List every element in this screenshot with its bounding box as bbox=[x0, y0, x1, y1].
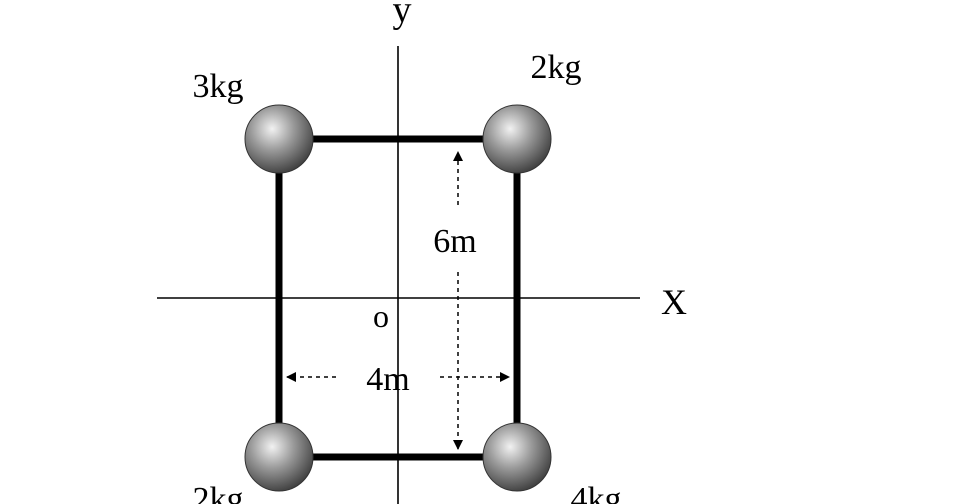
sphere-bottom-left bbox=[244, 422, 314, 492]
axes bbox=[157, 46, 640, 504]
mass-label-top-right: 2kg bbox=[531, 49, 582, 86]
height-label: 6m bbox=[433, 223, 476, 260]
sphere-top-left bbox=[244, 104, 314, 174]
masses bbox=[244, 104, 552, 492]
rectangle-frame bbox=[275, 135, 521, 461]
sphere-top-right bbox=[482, 104, 552, 174]
origin-label: o bbox=[373, 298, 389, 334]
width-dimension: 4m bbox=[286, 361, 510, 398]
width-label: 4m bbox=[366, 361, 409, 398]
mass-label-top-left: 3kg bbox=[193, 68, 244, 105]
mass-label-bottom-left: 2kg bbox=[193, 481, 244, 504]
y-axis-label: y bbox=[393, 0, 412, 31]
sphere-bottom-right bbox=[482, 422, 552, 492]
axis-labels: y X o bbox=[373, 0, 687, 334]
mass-labels: 3kg 2kg 2kg 4kg bbox=[193, 49, 622, 504]
x-axis-label: X bbox=[661, 282, 687, 322]
height-dimension: 6m bbox=[433, 151, 477, 450]
mass-label-bottom-right: 4kg bbox=[571, 481, 622, 504]
